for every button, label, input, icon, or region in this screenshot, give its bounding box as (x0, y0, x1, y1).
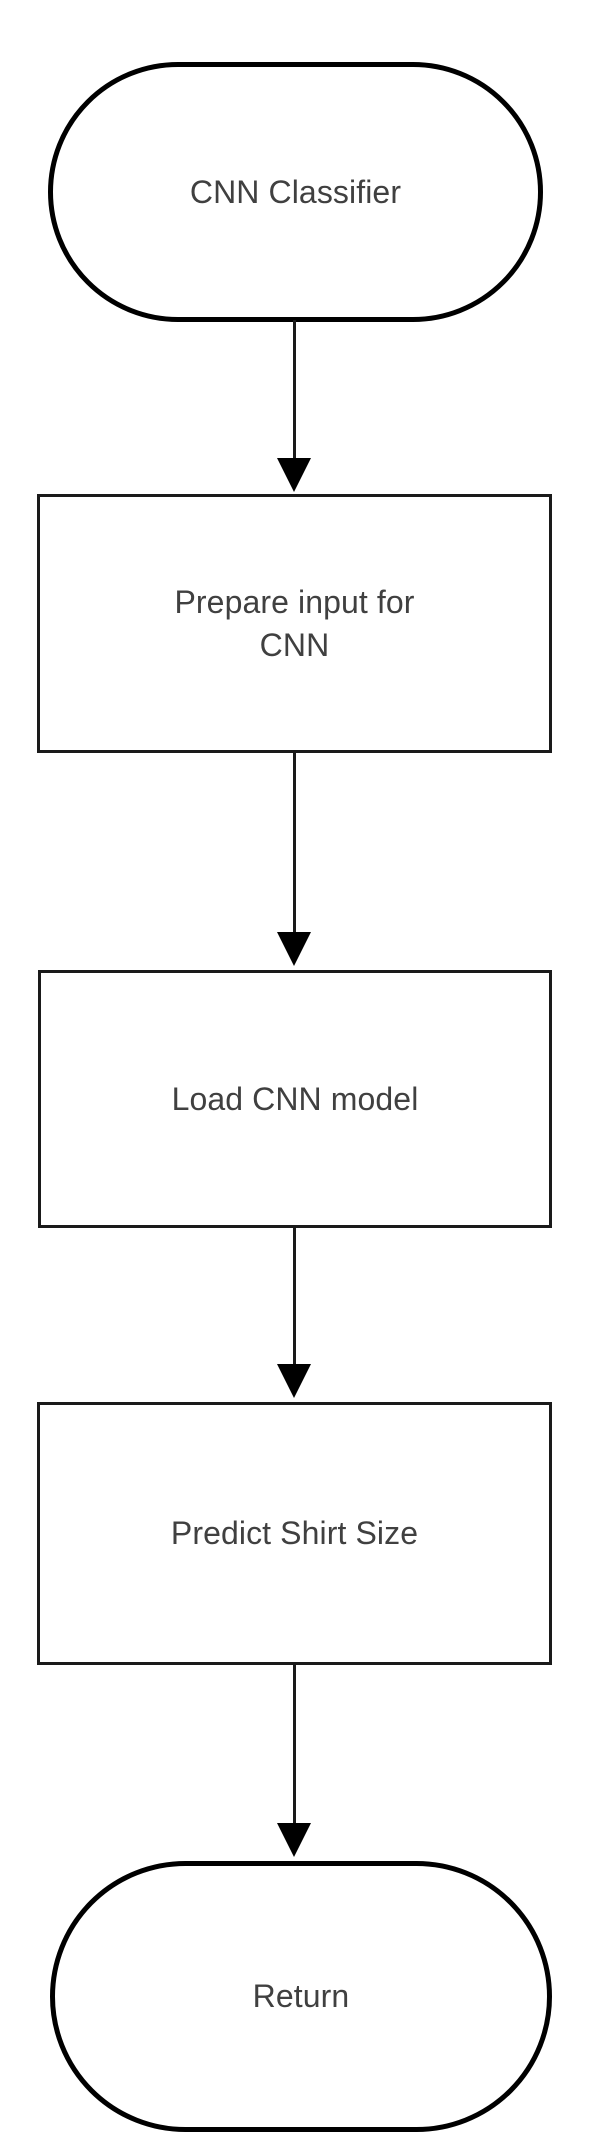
node-label: Return (252, 1978, 350, 2015)
node-label: Load CNN model (171, 1080, 419, 1117)
flowchart-node-prepare-input[interactable]: Prepare input for CNN (37, 494, 552, 753)
connector-line (293, 1663, 296, 1825)
flowchart-node-load-model[interactable]: Load CNN model (38, 970, 552, 1228)
node-label: Prepare input for CNN (174, 584, 415, 663)
flowchart-node-cnn-classifier[interactable]: CNN Classifier (48, 62, 543, 322)
down-arrow-icon (277, 1364, 311, 1398)
node-label: Predict Shirt Size (170, 1515, 419, 1552)
down-arrow-icon (277, 458, 311, 492)
flowchart-node-return[interactable]: Return (50, 1861, 552, 2132)
flowchart-node-predict-shirt-size[interactable]: Predict Shirt Size (37, 1402, 552, 1665)
node-label: CNN Classifier (189, 173, 402, 210)
connector-line (293, 320, 296, 460)
down-arrow-icon (277, 1823, 311, 1857)
down-arrow-icon (277, 932, 311, 966)
connector-line (293, 1226, 296, 1366)
connector-line (293, 751, 296, 934)
